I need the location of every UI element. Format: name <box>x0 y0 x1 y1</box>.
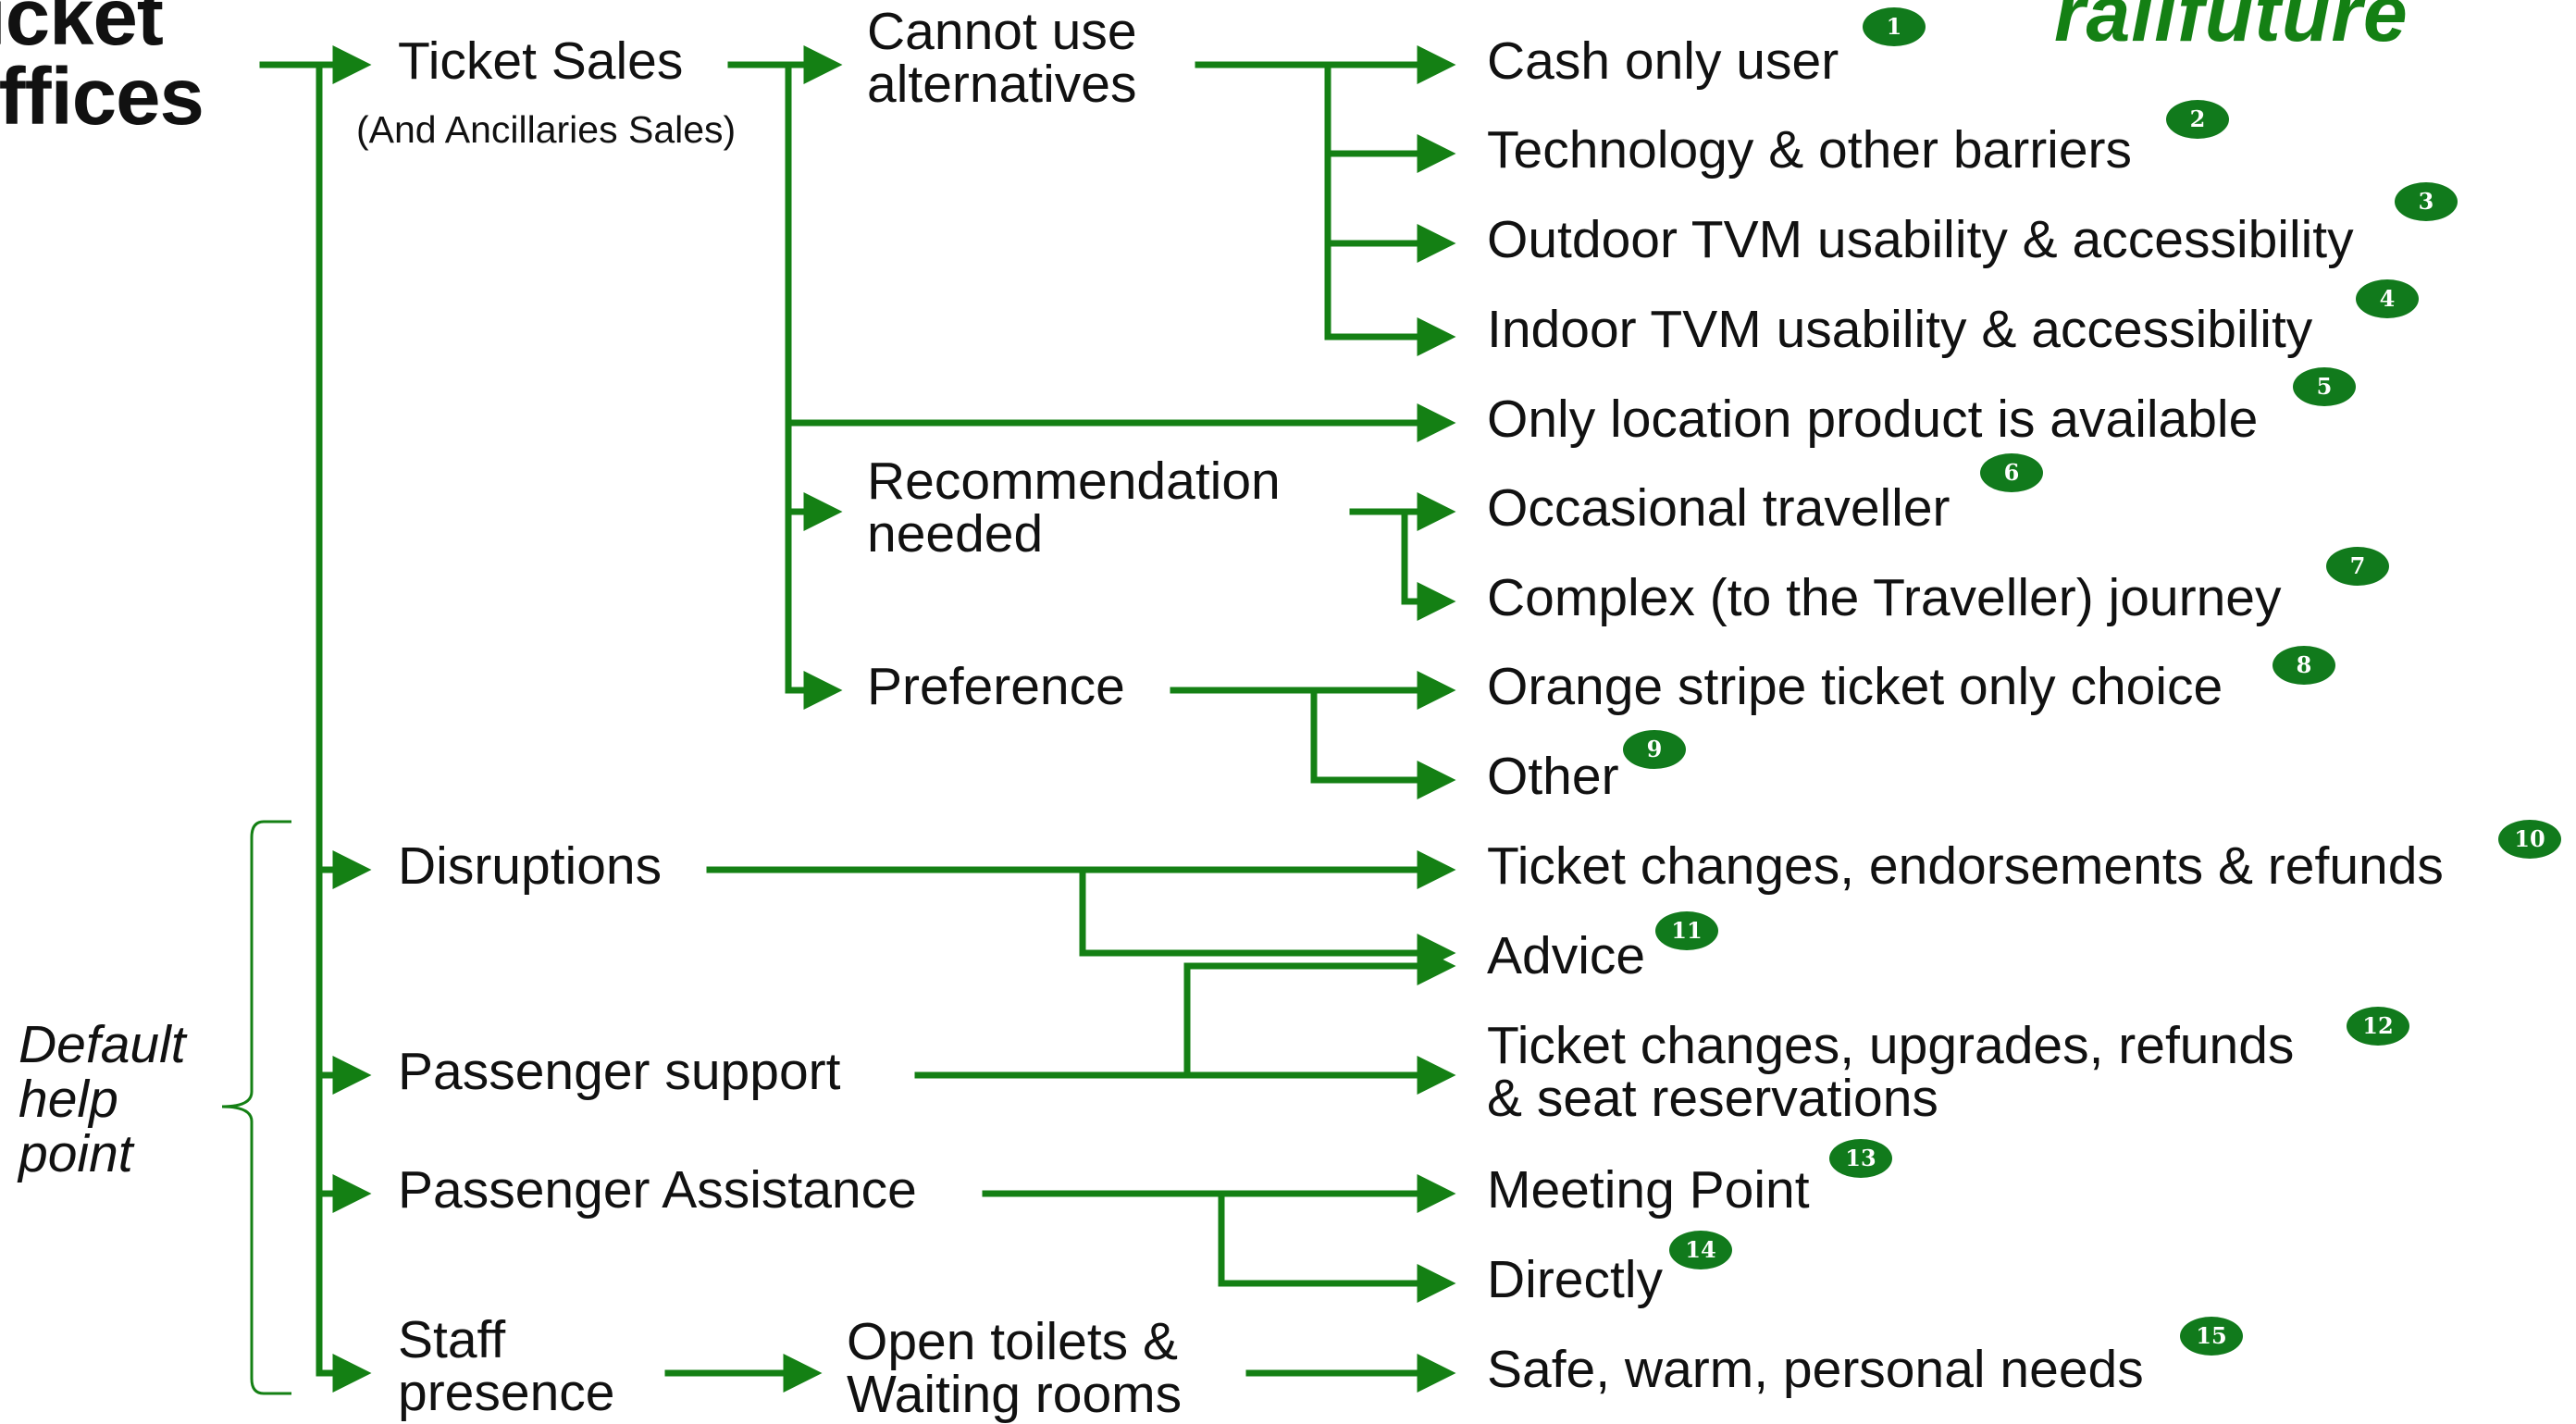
leaf-badge-2: 2 <box>2166 100 2229 139</box>
brand-logo: railfuture <box>2054 0 2409 58</box>
leaf-badge-8: 8 <box>2273 646 2335 685</box>
default-help-point-label: Default help point <box>19 1015 186 1183</box>
leaf-label-2: Technology & other barriers <box>1487 120 2133 180</box>
leaf-label-13: Meeting Point <box>1487 1160 1810 1220</box>
leaf-label-12: Ticket changes, upgrades, refunds & seat… <box>1487 1016 2295 1128</box>
leaf-label-5: Only location product is available <box>1487 390 2259 449</box>
leaf-label-8: Orange stripe ticket only choice <box>1487 657 2223 716</box>
leaf-badge-4: 4 <box>2356 279 2419 318</box>
open-toilets-label: Open toilets & Waiting rooms <box>847 1312 1183 1424</box>
leaf-badge-14: 14 <box>1669 1231 1732 1269</box>
leaf-badge-7: 7 <box>2326 547 2389 586</box>
passenger-assistance-trunk <box>982 1190 1225 1287</box>
leaf-label-1: Cash only user <box>1487 31 1839 91</box>
cannot-use-trunk <box>1195 61 1331 341</box>
leaf-label-10: Ticket changes, endorsements & refunds <box>1487 836 2444 896</box>
disruptions-trunk <box>706 866 1424 957</box>
disruptions-label: Disruptions <box>398 836 663 896</box>
leaf-badge-10: 10 <box>2498 820 2561 859</box>
passenger-support-label: Passenger support <box>398 1042 841 1101</box>
leaf-badge-5: 5 <box>2293 367 2356 406</box>
leaf-label-15: Safe, warm, personal needs <box>1487 1340 2144 1399</box>
leaf-label-11: Advice <box>1487 926 1646 985</box>
leaf-label-7: Complex (to the Traveller) journey <box>1487 568 2282 627</box>
preference-label: Preference <box>867 657 1125 716</box>
leaf-label-9: Other <box>1487 747 1619 806</box>
leaf-badge-1: 1 <box>1863 7 1926 46</box>
recommendation-needed-label: Recommendation needed <box>867 452 1281 563</box>
leaf-label-3: Outdoor TVM usability & accessibility <box>1487 210 2354 269</box>
leaf-badge-6: 6 <box>1980 453 2043 492</box>
staff-presence-label: Staff presence <box>398 1310 615 1422</box>
leaf-label-14: Directly <box>1487 1250 1664 1309</box>
passenger-support-trunk <box>914 962 1410 1079</box>
leaf-badge-15: 15 <box>2180 1317 2243 1356</box>
help-point-brace <box>221 820 291 1395</box>
leaf-badge-3: 3 <box>2395 182 2458 221</box>
leaf-badge-11: 11 <box>1655 911 1718 950</box>
leaf-badge-13: 13 <box>1829 1139 1892 1178</box>
passenger-assistance-label: Passenger Assistance <box>398 1160 917 1220</box>
preference-trunk <box>1170 687 1318 784</box>
ticket-sales-trunk <box>727 61 792 694</box>
recommendation-trunk <box>1349 508 1408 605</box>
ticket-sales-label: Ticket Sales <box>398 31 684 91</box>
ticket-sales-sublabel: (And Ancillaries Sales) <box>356 108 737 151</box>
cannot-use-alternatives-label: Cannot use alternatives <box>867 2 1137 114</box>
root-trunk <box>259 61 323 1377</box>
root-label: Ticket Offices <box>0 0 204 142</box>
leaf-label-4: Indoor TVM usability & accessibility <box>1487 300 2313 359</box>
leaf-badge-9: 9 <box>1623 730 1686 769</box>
leaf-badge-12: 12 <box>2347 1007 2409 1046</box>
leaf-label-6: Occasional traveller <box>1487 478 1951 538</box>
